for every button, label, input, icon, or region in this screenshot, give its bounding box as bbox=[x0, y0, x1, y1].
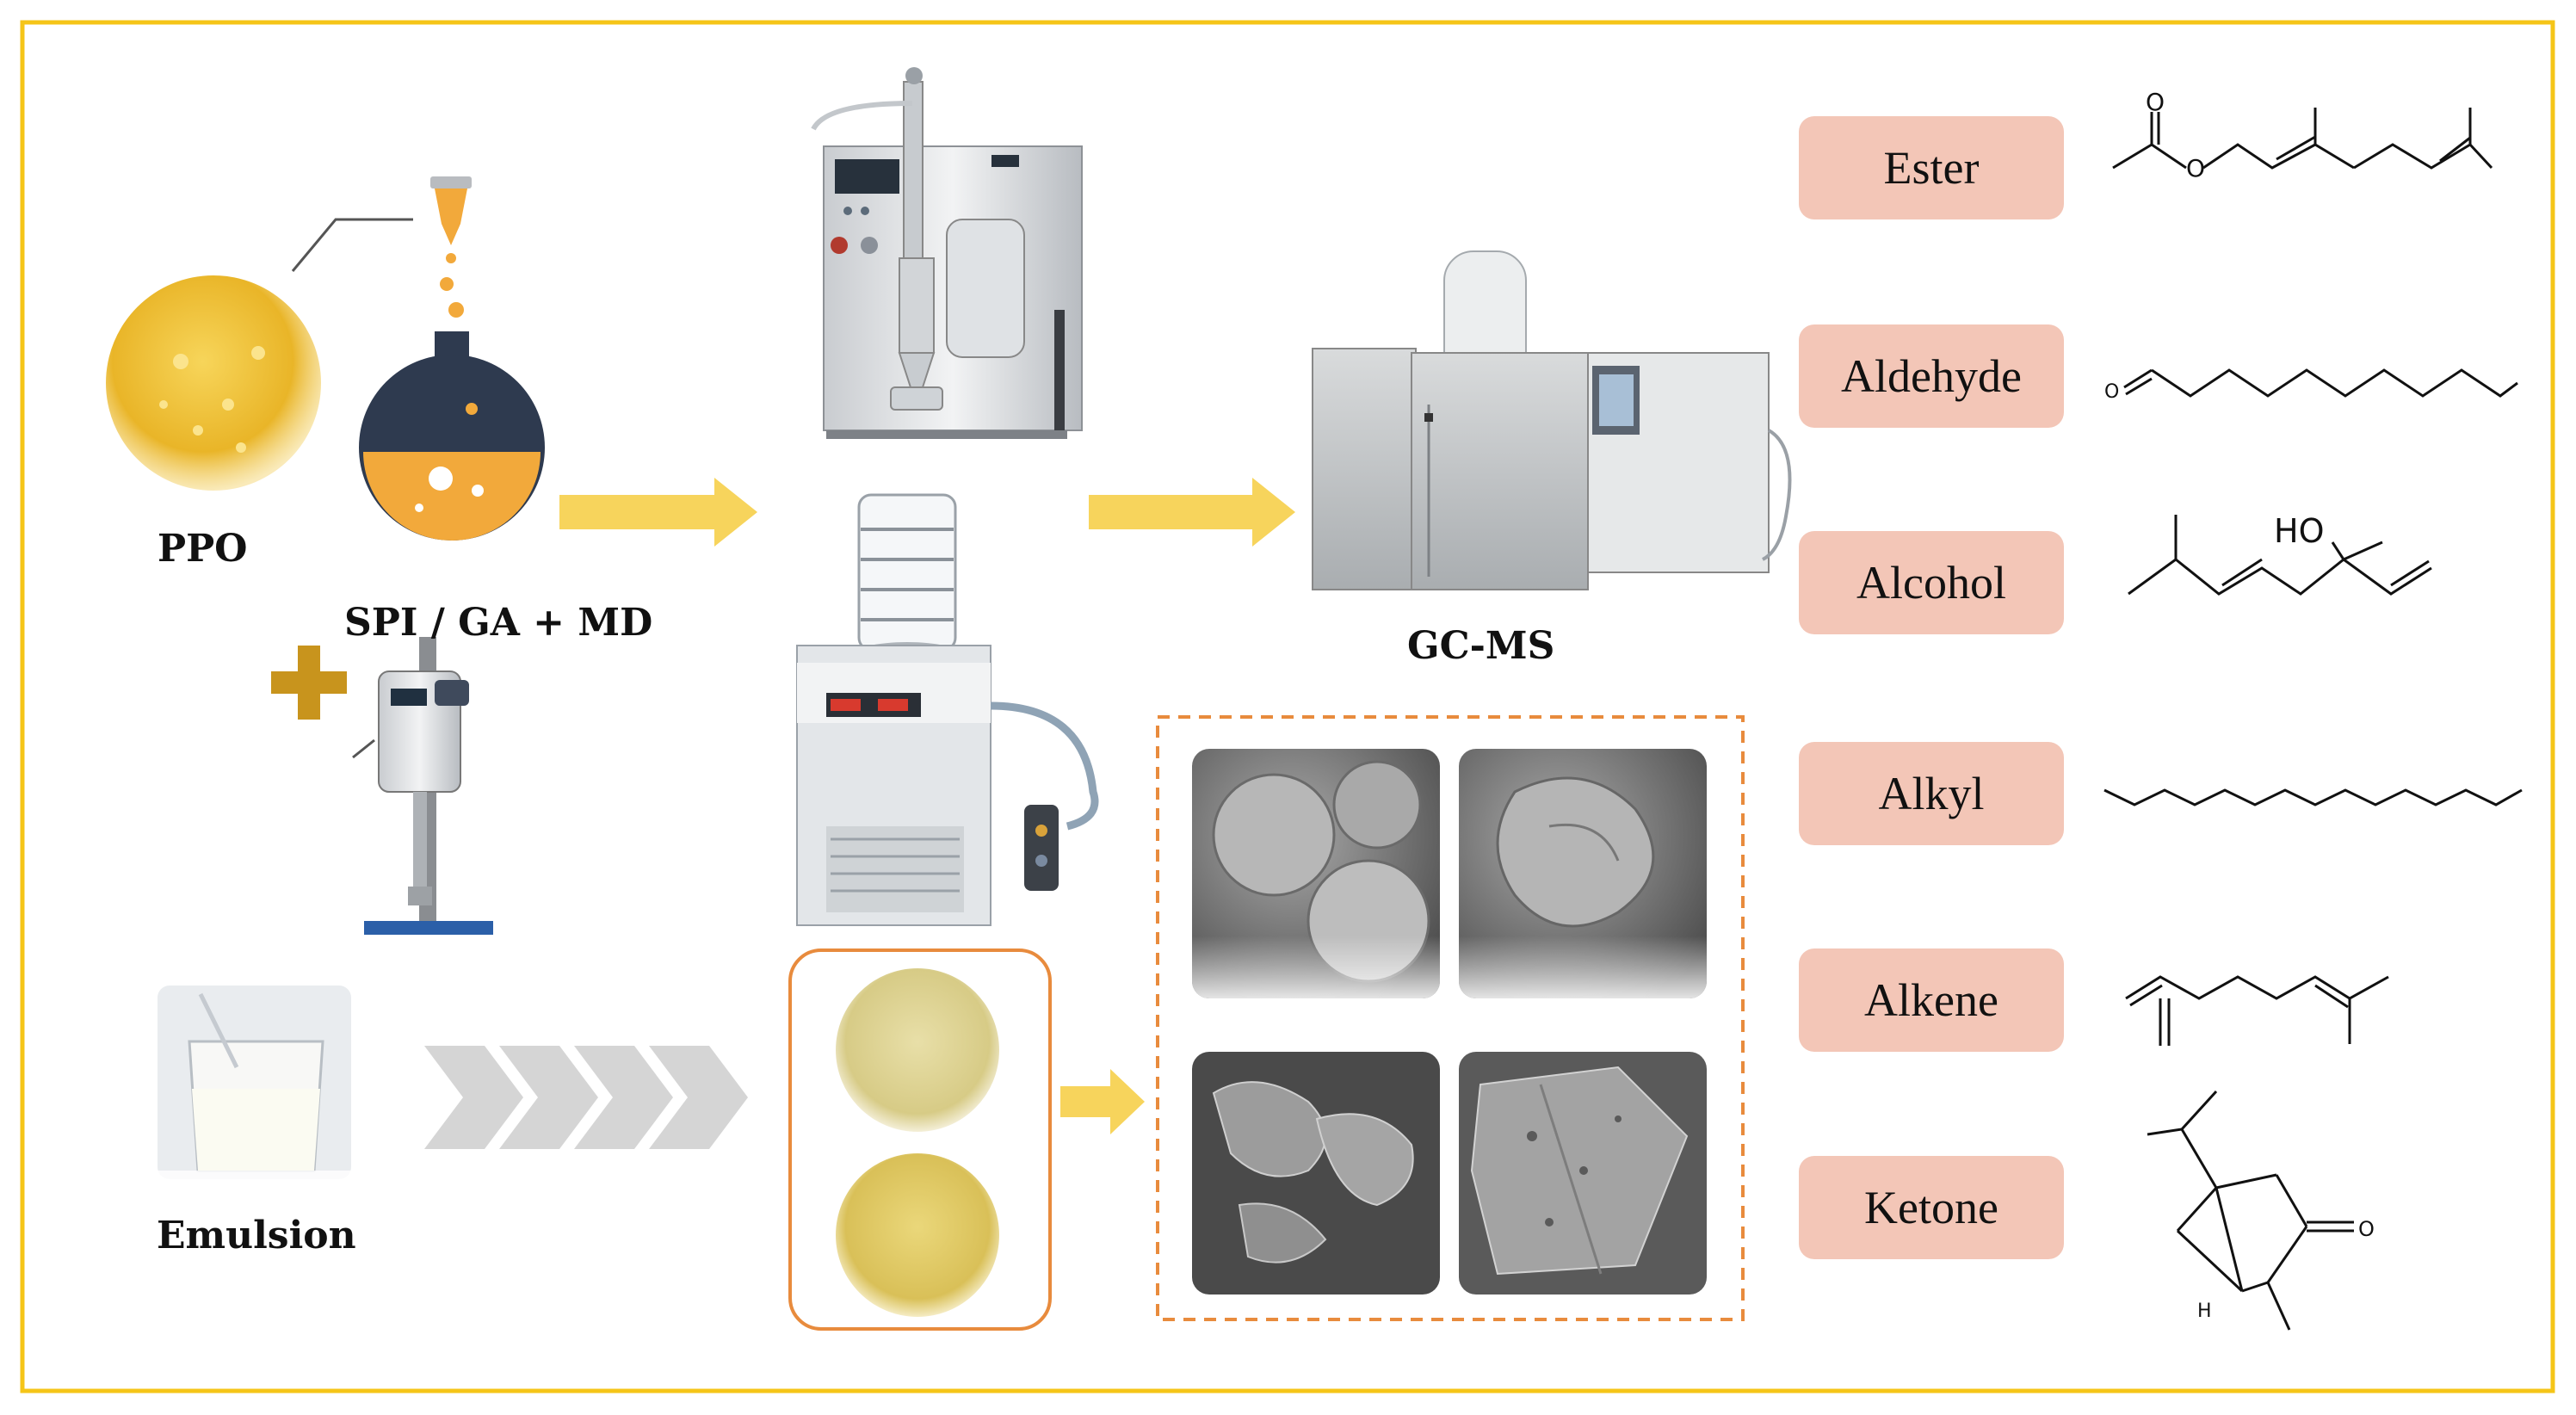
alkyl-structure bbox=[2103, 788, 2523, 806]
alcohol-structure bbox=[2128, 515, 2432, 596]
sem-image-4 bbox=[1459, 1052, 1707, 1295]
powder-freeze-dried bbox=[836, 1153, 999, 1317]
ketone-h: H bbox=[2197, 1301, 2212, 1322]
aldehyde-structure bbox=[2123, 368, 2518, 398]
pill-alkene: Alkene bbox=[1799, 948, 2064, 1052]
plus-icon bbox=[271, 646, 347, 720]
ester-structure bbox=[2112, 108, 2493, 170]
homogenizer-image bbox=[352, 637, 493, 935]
pill-aldehyde: Aldehyde bbox=[1799, 324, 2064, 428]
spi-label: SPI / GA + MD bbox=[344, 601, 653, 645]
pill-alcohol: Alcohol bbox=[1799, 531, 2064, 634]
powder-box bbox=[788, 948, 1052, 1331]
ester-ether-o: O bbox=[2186, 154, 2205, 182]
sem-image-2 bbox=[1459, 749, 1707, 998]
arrow-2 bbox=[1089, 478, 1295, 547]
sem-image-3 bbox=[1192, 1052, 1440, 1295]
chevron-arrows bbox=[424, 1046, 748, 1149]
pill-ester: Ester bbox=[1799, 116, 2064, 219]
pill-ketone: Ketone bbox=[1799, 1156, 2064, 1259]
pill-alkyl: Alkyl bbox=[1799, 742, 2064, 845]
spray-dryer-image bbox=[811, 67, 1083, 439]
aldehyde-o: O bbox=[2104, 381, 2119, 403]
arrow-1 bbox=[559, 478, 757, 547]
gcms-image bbox=[1312, 250, 1792, 590]
sem-image-1 bbox=[1192, 749, 1440, 998]
freeze-dryer-image bbox=[796, 493, 1099, 926]
ester-carbonyl-o: O bbox=[2146, 88, 2165, 116]
sem-box bbox=[1156, 715, 1745, 1321]
emulsion-beaker-image bbox=[158, 986, 351, 1186]
ketone-structure bbox=[2147, 1090, 2354, 1331]
arrow-3 bbox=[1060, 1069, 1145, 1134]
alcohol-ho: HO bbox=[2274, 512, 2324, 550]
flask-icon bbox=[359, 176, 545, 541]
outer-frame bbox=[20, 20, 2555, 1393]
gcms-label: GC-MS bbox=[1407, 624, 1555, 668]
ketone-o: O bbox=[2358, 1217, 2375, 1241]
ppo-oil-image bbox=[106, 218, 413, 491]
emulsion-label: Emulsion bbox=[157, 1214, 356, 1257]
ppo-label: PPO bbox=[158, 527, 248, 571]
alkene-structure bbox=[2125, 975, 2389, 1046]
powder-spray-dried bbox=[836, 968, 999, 1132]
